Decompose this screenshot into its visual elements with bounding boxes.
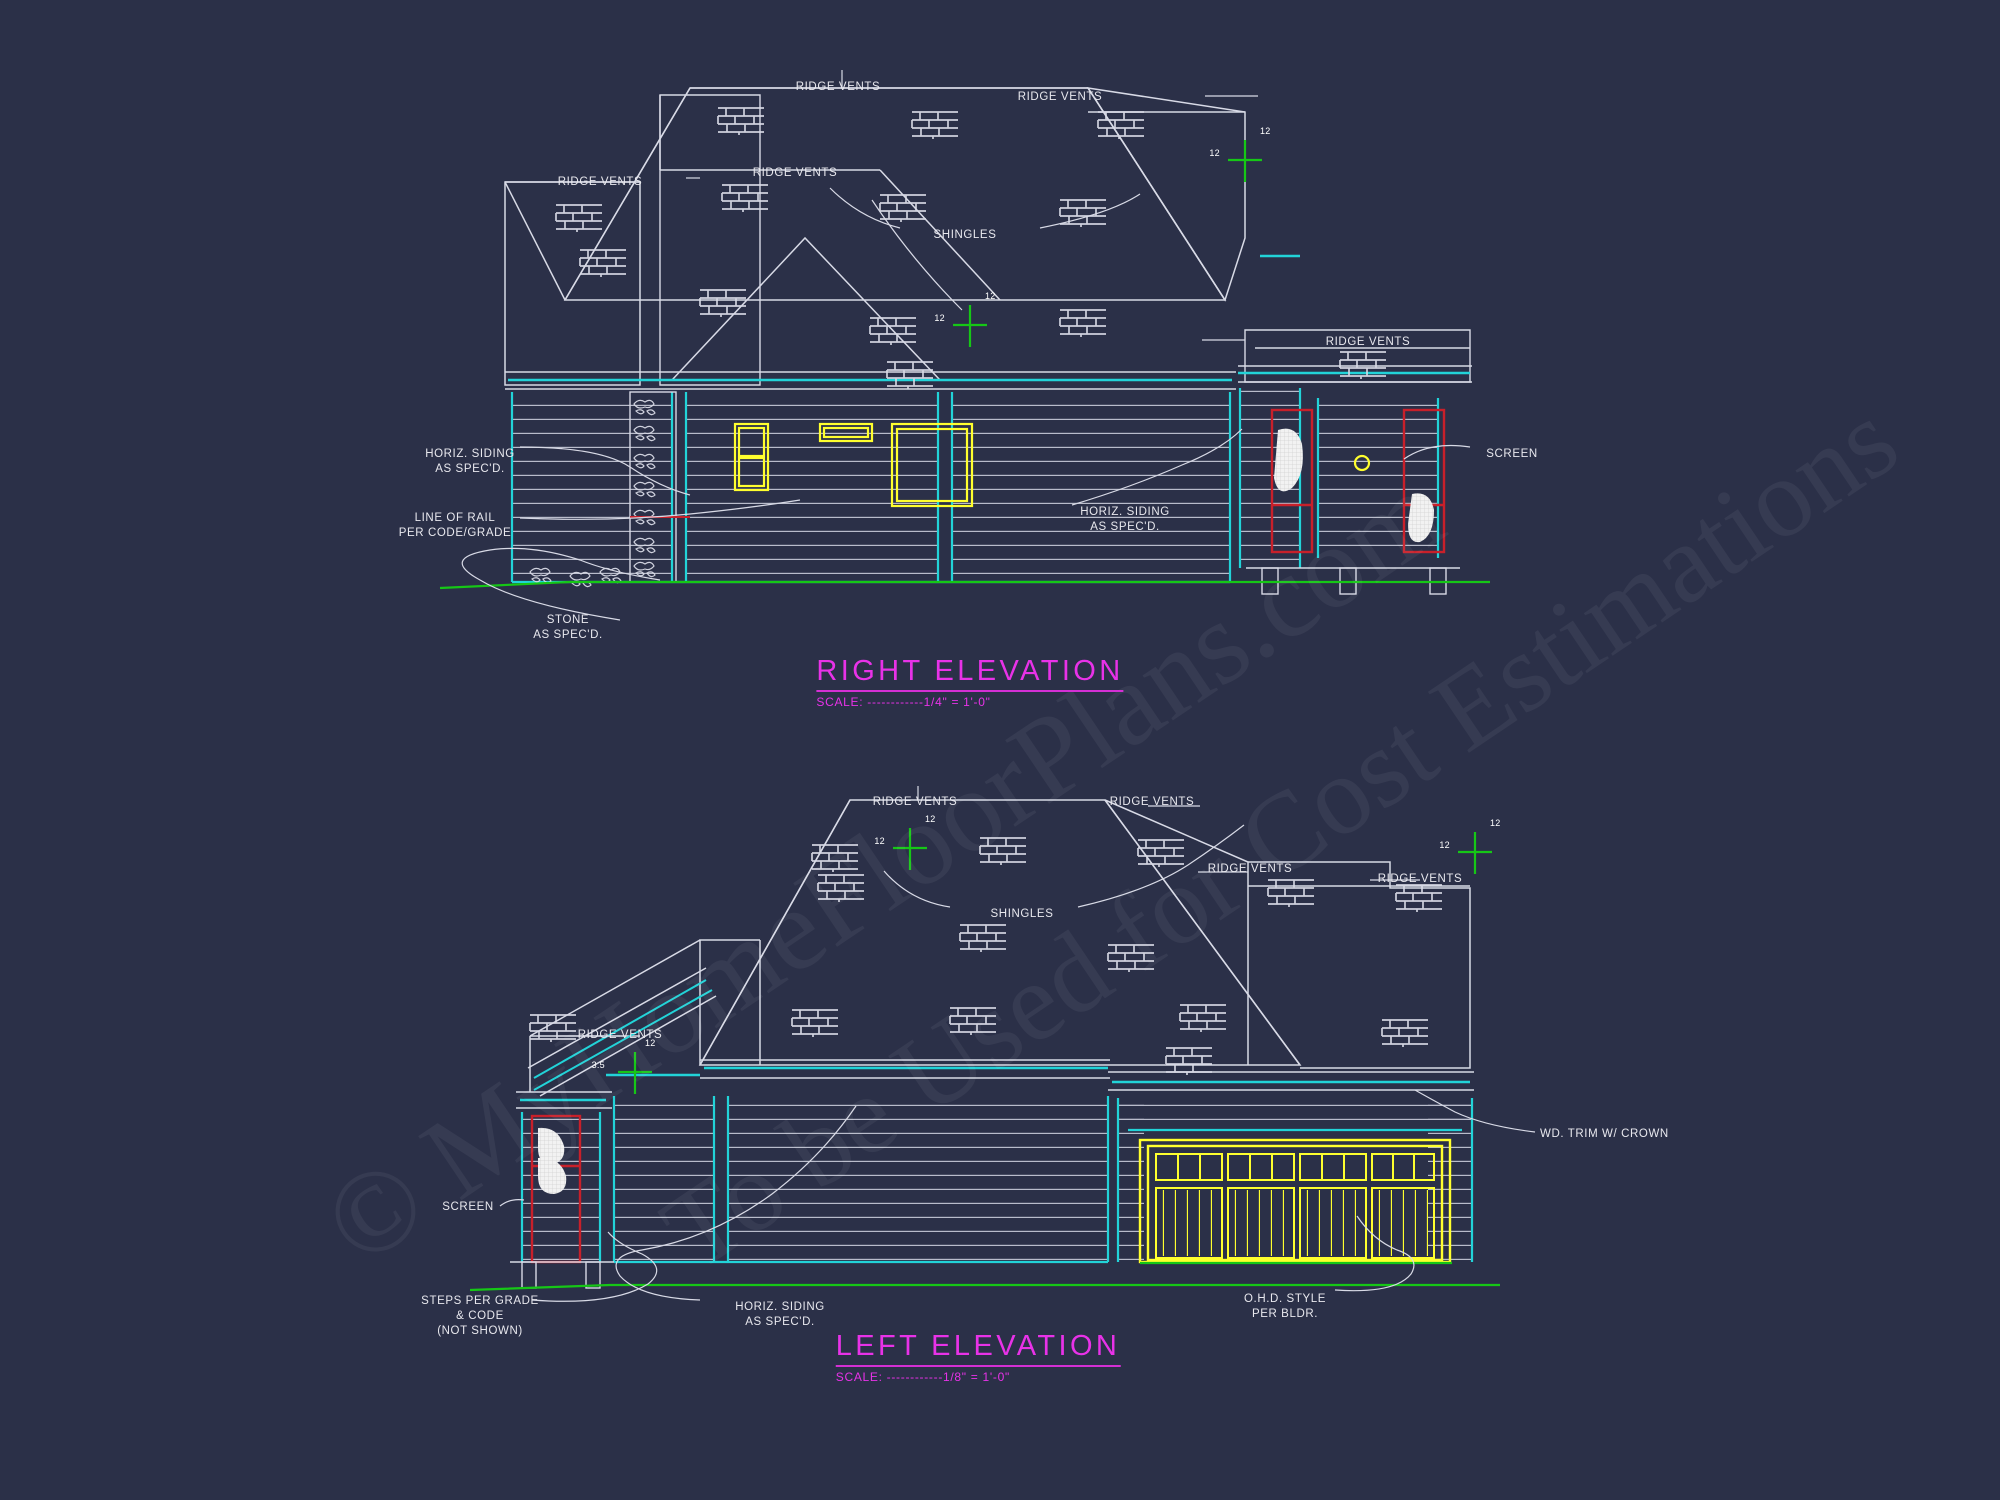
label-left-ridge-vents-1: RIDGE VENTS — [872, 796, 958, 808]
label-right-horiz-siding-right: HORIZ. SIDING AS SPEC'D. — [1080, 506, 1170, 534]
pitch-rise-right-pitch-12-12-a: 12 — [1209, 148, 1220, 158]
pitch-run-right-pitch-12-12-b: 12 — [985, 291, 996, 301]
label-left-wd-trim: WD. TRIM W/ CROWN — [1540, 1128, 1669, 1140]
title-underline — [835, 1365, 1121, 1367]
pitch-run-right-pitch-12-12-a: 12 — [1260, 126, 1271, 136]
right-elevation-title: RIGHT ELEVATION — [816, 655, 1124, 687]
label-right-ridge-vents-4: RIDGE VENTS — [752, 167, 838, 179]
left-elevation-title-block: LEFT ELEVATION SCALE: ------------1/8" =… — [835, 1330, 1121, 1384]
left-elevation-title: LEFT ELEVATION — [835, 1330, 1121, 1362]
pitch-run-left-pitch-12-12-b: 12 — [1490, 818, 1501, 828]
pitch-run-left-pitch-12-12-a: 12 — [925, 814, 936, 824]
right-elevation-scale: SCALE: ------------1/4" = 1'-0" — [816, 695, 991, 709]
label-right-line-of-rail: LINE OF RAIL PER CODE/GRADE — [398, 512, 512, 540]
label-left-ridge-vents-3: RIDGE VENTS — [1207, 863, 1293, 875]
label-left-shingles: SHINGLES — [990, 908, 1054, 920]
pitch-symbols — [618, 140, 1492, 1094]
title-underline — [816, 690, 1124, 692]
label-right-screen: SCREEN — [1486, 448, 1538, 460]
label-left-ohd-style: O.H.D. STYLE PER BLDR. — [1244, 1293, 1326, 1321]
label-right-horiz-siding-left: HORIZ. SIDING AS SPEC'D. — [425, 448, 515, 476]
label-right-ridge-vents-3: RIDGE VENTS — [557, 176, 643, 188]
label-right-ridge-vents-2: RIDGE VENTS — [1017, 91, 1103, 103]
label-right-shingles: SHINGLES — [933, 229, 997, 241]
left-elevation-scale: SCALE: ------------1/8" = 1'-0" — [835, 1370, 1010, 1384]
label-left-horiz-siding: HORIZ. SIDING AS SPEC'D. — [735, 1301, 825, 1329]
pitch-rise-left-pitch-12-12-a: 12 — [874, 836, 885, 846]
right-elevation-title-block: RIGHT ELEVATION SCALE: ------------1/4" … — [816, 655, 1124, 709]
label-left-ridge-vents-2: RIDGE VENTS — [1109, 796, 1195, 808]
label-left-ridge-vents-5: RIDGE VENTS — [577, 1029, 663, 1041]
label-left-steps-per-grade: STEPS PER GRADE & CODE (NOT SHOWN) — [421, 1295, 539, 1338]
pitch-run-left-pitch-3point5-12: 12 — [645, 1038, 656, 1048]
label-left-screen: SCREEN — [442, 1201, 494, 1213]
pitch-rise-left-pitch-12-12-b: 12 — [1439, 840, 1450, 850]
label-right-stone: STONE AS SPEC'D. — [533, 614, 603, 642]
label-left-ridge-vents-4: RIDGE VENTS — [1377, 873, 1463, 885]
label-right-ridge-vents-5: RIDGE VENTS — [1325, 336, 1411, 348]
pitch-rise-right-pitch-12-12-b: 12 — [934, 313, 945, 323]
label-right-ridge-vents-1: RIDGE VENTS — [795, 81, 881, 93]
pitch-rise-left-pitch-3point5-12: 3.5 — [591, 1060, 605, 1070]
